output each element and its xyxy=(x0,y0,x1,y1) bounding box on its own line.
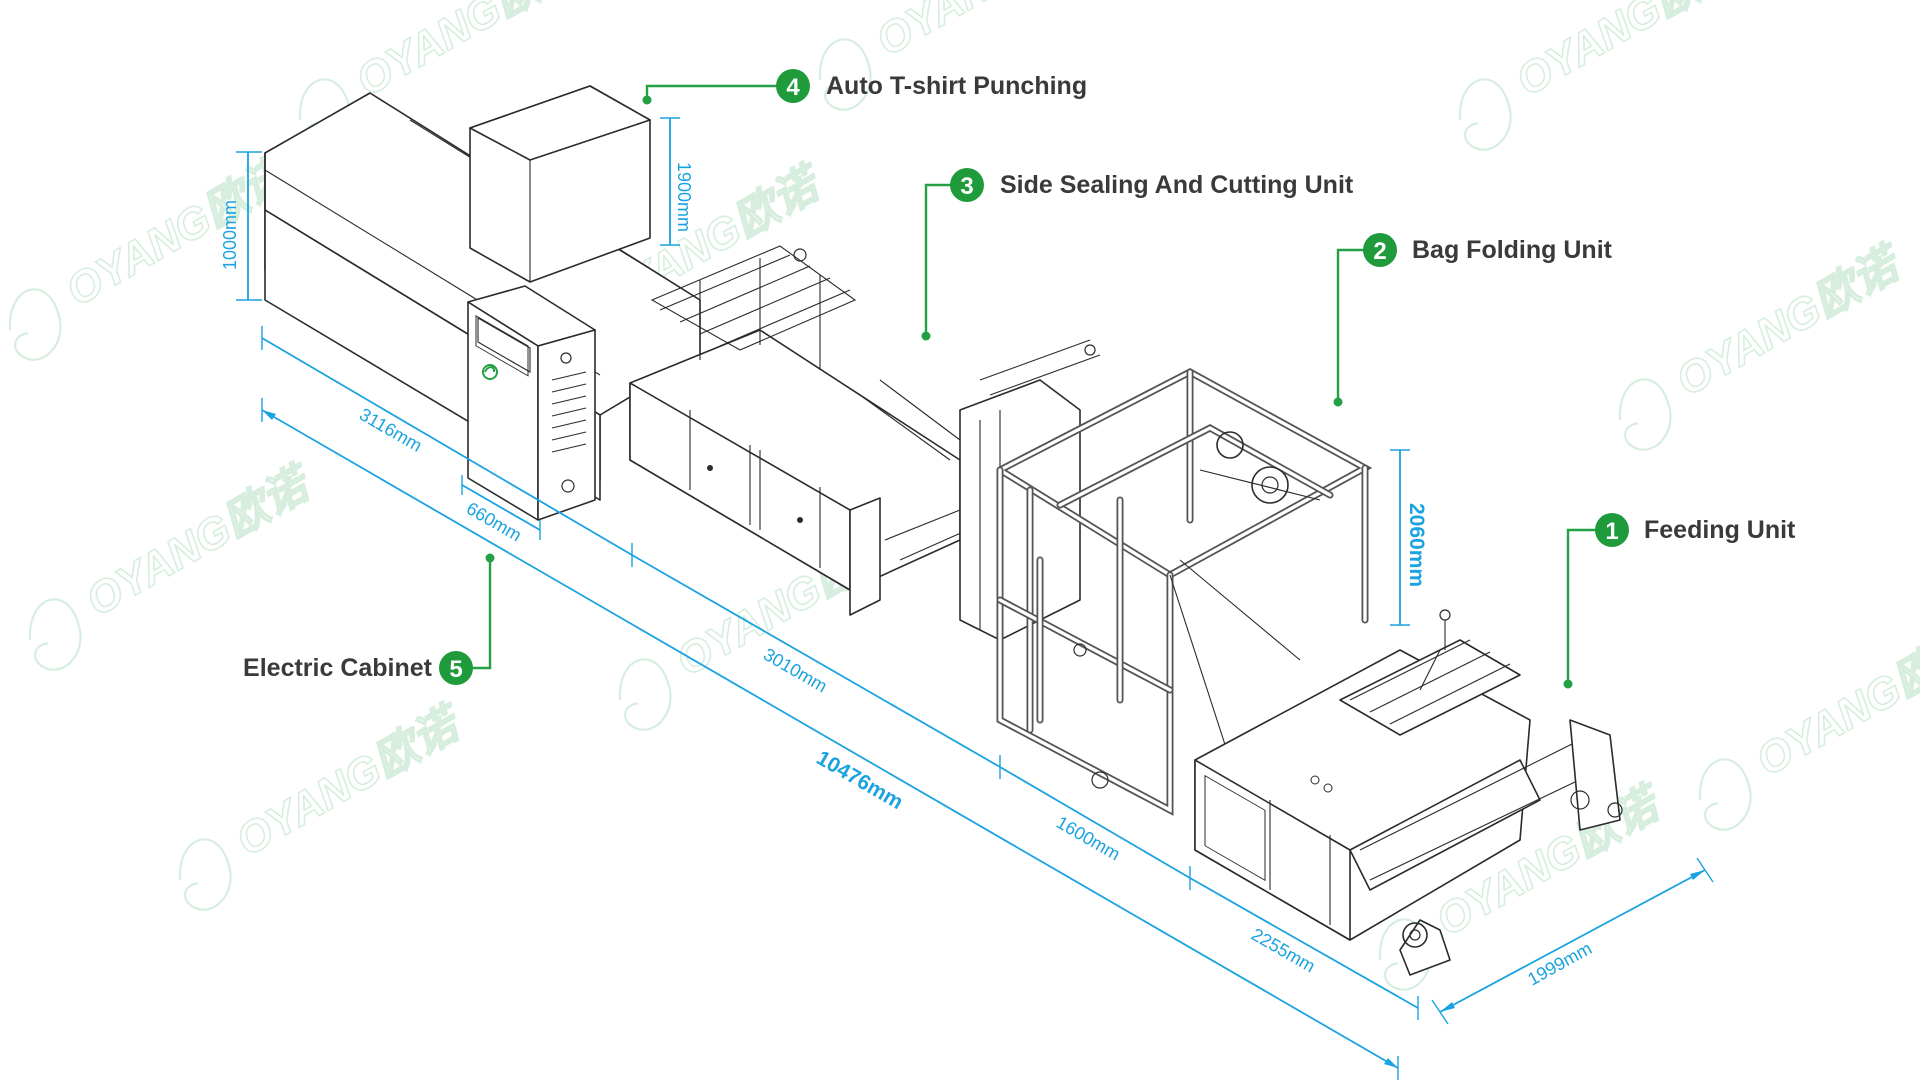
cabinet-logo xyxy=(482,364,498,380)
watermark: OYANG欧诺 xyxy=(8,146,303,361)
svg-text:1: 1 xyxy=(1605,518,1618,545)
svg-text:OYANG欧诺: OYANG欧诺 xyxy=(1508,0,1752,106)
svg-text:OYANG欧诺: OYANG欧诺 xyxy=(78,457,322,626)
svg-text:OYANG欧诺: OYANG欧诺 xyxy=(348,0,592,106)
callout-label: Electric Cabinet xyxy=(243,654,433,682)
svg-text:OYANG欧诺: OYANG欧诺 xyxy=(1668,237,1912,406)
callout-sealing-cutting-unit: 3 Side Sealing And Cutting Unit xyxy=(921,168,1354,341)
svg-text:OYANG欧诺: OYANG欧诺 xyxy=(1748,617,1920,786)
callout-badge xyxy=(439,651,473,685)
dim-folding-height: 2060mm xyxy=(1390,449,1428,626)
svg-text:5: 5 xyxy=(449,656,462,683)
punching-hood xyxy=(469,85,651,283)
svg-text:1600mm: 1600mm xyxy=(1053,812,1124,864)
svg-text:OYANG欧诺: OYANG欧诺 xyxy=(868,0,1112,66)
svg-text:2060mm: 2060mm xyxy=(1405,503,1428,587)
svg-text:3: 3 xyxy=(960,173,973,200)
cabinet-vent xyxy=(551,371,587,453)
callout-label: Feeding Unit xyxy=(1644,516,1796,544)
callout-label: Side Sealing And Cutting Unit xyxy=(1000,171,1354,199)
dim-punching-height: 1000mm xyxy=(220,151,262,301)
svg-text:3010mm: 3010mm xyxy=(760,644,831,696)
callout-badge xyxy=(776,69,810,103)
svg-text:3116mm: 3116mm xyxy=(356,404,425,456)
callout-feeding-unit: 1 Feeding Unit xyxy=(1563,513,1796,689)
dim-hood-height: 1900mm xyxy=(660,117,694,246)
watermark: OYANG欧诺 xyxy=(1458,0,1753,151)
watermark: OYANG欧诺 xyxy=(28,456,323,671)
electric-cabinet xyxy=(467,285,596,521)
callout-label: Bag Folding Unit xyxy=(1412,236,1613,264)
callout-auto-tshirt-punching: 4 Auto T-shirt Punching xyxy=(642,69,1087,105)
callout-bag-folding-unit: 2 Bag Folding Unit xyxy=(1333,233,1613,407)
watermark: OYANG欧诺 xyxy=(1698,616,1920,831)
watermark: OYANG欧诺 xyxy=(1618,236,1913,451)
svg-text:1000mm: 1000mm xyxy=(220,200,240,270)
sealing-cutting-unit xyxy=(629,245,991,616)
callout-label: Auto T-shirt Punching xyxy=(826,72,1087,100)
svg-text:OYANG欧诺: OYANG欧诺 xyxy=(228,697,472,866)
callout-electric-cabinet: 5 Electric Cabinet xyxy=(243,553,495,685)
dim-folding-length: 1600mm xyxy=(999,766,1191,890)
svg-text:1999mm: 1999mm xyxy=(1524,938,1595,989)
watermark: OYANG欧诺 xyxy=(178,696,473,911)
svg-text:4: 4 xyxy=(786,74,800,101)
svg-text:2: 2 xyxy=(1373,238,1386,265)
callout-badge xyxy=(1595,513,1629,547)
callout-badge xyxy=(1363,233,1397,267)
callout-badge xyxy=(950,168,984,202)
bag-folding-frame xyxy=(996,368,1373,816)
svg-text:1900mm: 1900mm xyxy=(674,162,694,232)
feeding-unit xyxy=(1194,609,1623,976)
